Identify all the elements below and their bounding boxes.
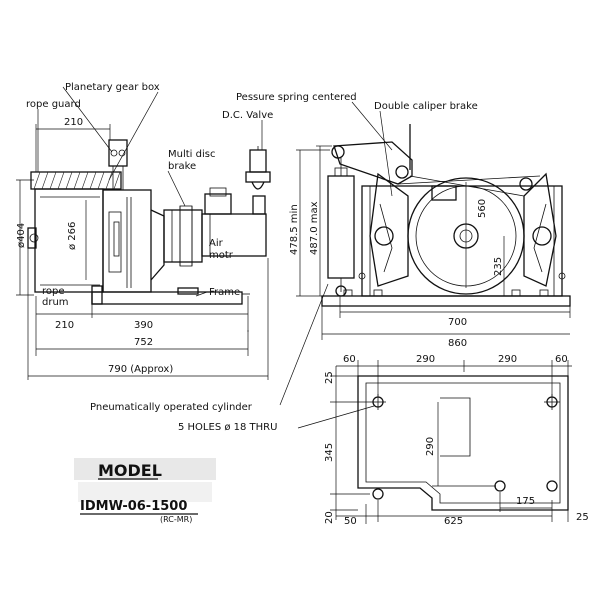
- hole-4: [494, 480, 506, 492]
- label-frame: Frame: [209, 287, 240, 298]
- hole-5: [546, 480, 558, 492]
- gearbox-top-bracket: [108, 139, 128, 167]
- dim-plan-290v: 290: [425, 437, 436, 456]
- brake-base-plate: [321, 295, 571, 307]
- dim-404: ø404: [16, 223, 27, 248]
- label-pneumatic-cylinder: Pneumatically operated cylinder: [90, 402, 253, 413]
- caliper-arm-right: [523, 172, 557, 287]
- dim-235: 235: [493, 257, 504, 276]
- model-number: IDMW-06-1500: [80, 499, 187, 514]
- label-rope-guard: rope guard: [26, 99, 81, 110]
- model-sub: (RC-MR): [160, 515, 192, 524]
- dim-390: 390: [134, 320, 153, 331]
- dim-478-5: 478.5 min: [289, 204, 300, 255]
- dim-plan-625: 625: [444, 516, 463, 527]
- plate-inner-cutout: [440, 397, 471, 457]
- label-double-caliper: Double caliper brake: [374, 101, 478, 112]
- dim-560: 560: [477, 199, 488, 218]
- dim-266: ø 266: [67, 222, 78, 250]
- dim-860: 860: [448, 338, 467, 349]
- plan-dimensions: 60 290 290 60 25 345 20 290 50 625 175 2…: [324, 354, 589, 527]
- air-motor-inlet: [204, 193, 232, 215]
- dim-plan-25a: 25: [324, 371, 335, 384]
- dc-valve: [249, 149, 267, 173]
- dim-752: 752: [134, 337, 153, 348]
- dim-plan-60b: 60: [555, 354, 568, 365]
- winch-side-view: [27, 139, 271, 305]
- caliper-arm-left: [369, 172, 409, 287]
- winch-dimensions: 210 ø404 ø 266 210 390 752 790 (Approx): [16, 117, 269, 380]
- brake-labels: Pessure spring centered D.C. Valve Doubl…: [222, 92, 478, 197]
- model-block: MODEL IDMW-06-1500 (RC-MR): [74, 458, 216, 524]
- dim-plan-50: 50: [344, 516, 357, 527]
- model-stamp-background: [74, 458, 216, 480]
- air-motor: [201, 213, 267, 257]
- label-air-motor-2: motr: [209, 250, 234, 261]
- rope-guard-body: [30, 171, 122, 190]
- base-plate-outline: [357, 375, 569, 511]
- dim-plan-290b: 290: [498, 354, 517, 365]
- label-holes: 5 HOLES ø 18 THRU: [178, 422, 277, 433]
- dim-790: 790 (Approx): [108, 364, 173, 375]
- dim-210-bottom: 210: [55, 320, 74, 331]
- winch-labels: Planetary gear box rope guard Multi disc…: [26, 82, 240, 308]
- label-pressure-spring: Pessure spring centered: [236, 92, 357, 103]
- multi-disc-brake: [163, 209, 203, 263]
- label-rope-drum-2: drum: [42, 297, 69, 308]
- mounting-holes: [370, 394, 560, 500]
- drum-top-block: [431, 185, 457, 201]
- dim-plan-20: 20: [324, 511, 335, 524]
- label-multi-disc-2: brake: [168, 161, 196, 172]
- rope-guard-hatch: [33, 171, 121, 190]
- dim-plan-175: 175: [516, 496, 535, 507]
- base-plan-view: [357, 375, 569, 524]
- dim-700: 700: [448, 317, 467, 328]
- label-rope-drum-1: rope: [42, 286, 65, 297]
- dim-plan-290a: 290: [416, 354, 435, 365]
- model-title: MODEL: [98, 461, 162, 480]
- label-air-motor-1: Air: [209, 238, 224, 249]
- brake-dimensions: 478.5 min 487.0 max 560 235 700 860: [289, 145, 571, 349]
- dim-210-top: 210: [64, 117, 83, 128]
- dim-487-0: 487.0 max: [309, 201, 320, 255]
- hole-3: [372, 488, 384, 500]
- drum-hub: [27, 227, 37, 249]
- label-multi-disc-1: Multi disc: [168, 149, 215, 160]
- label-dc-valve: D.C. Valve: [222, 110, 273, 121]
- dim-plan-25b: 25: [576, 512, 589, 523]
- gearbox-taper: [150, 209, 165, 281]
- dim-plan-345: 345: [324, 443, 335, 462]
- brake-front-view: [321, 124, 571, 307]
- dim-plan-60a: 60: [343, 354, 356, 365]
- pneumatic-cylinder: [327, 175, 355, 279]
- label-planetary-gear-box: Planetary gear box: [65, 82, 160, 93]
